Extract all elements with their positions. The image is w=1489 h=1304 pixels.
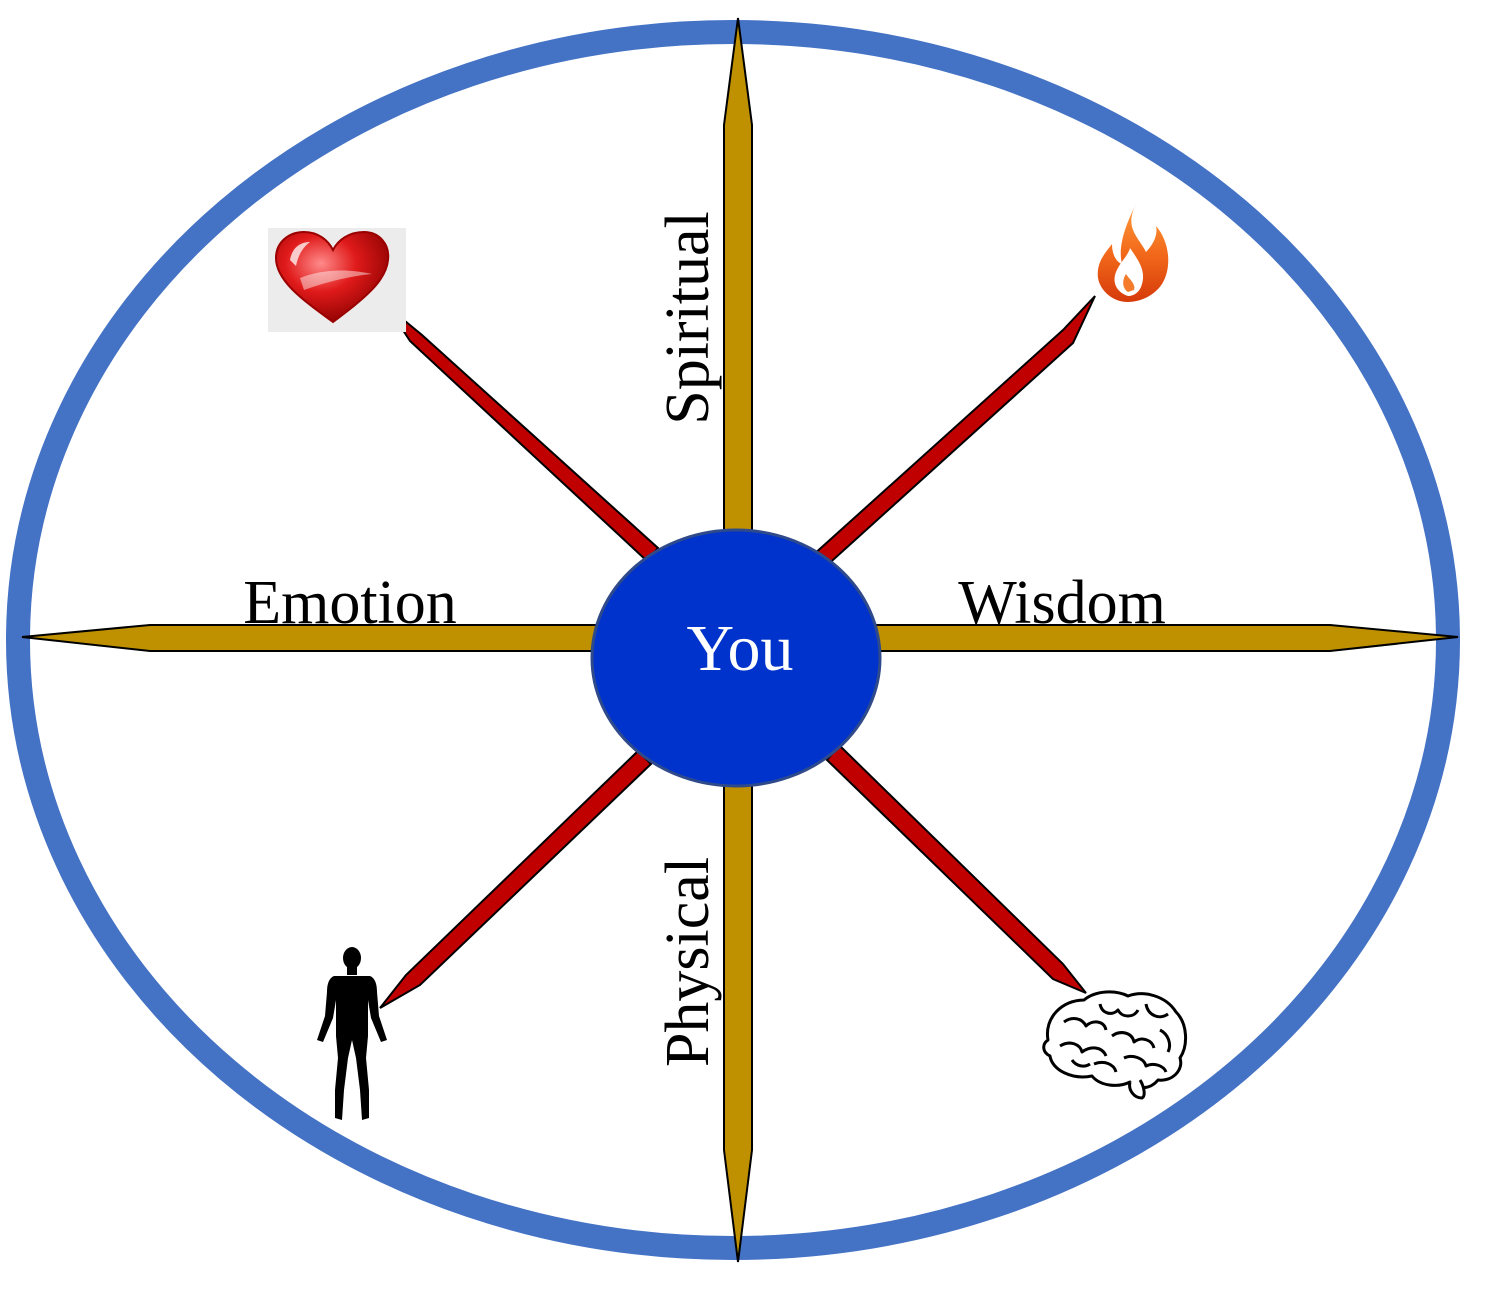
- center-label: You: [686, 612, 793, 685]
- spoke-top: [723, 17, 753, 536]
- outer-rim: [6, 20, 1460, 1260]
- label-wisdom: Wisdom: [958, 569, 1166, 637]
- spoke-bottom: [723, 784, 753, 1263]
- spoke-top-right: [810, 295, 1096, 571]
- spoke-bottom-right: [825, 743, 1087, 994]
- human-figure-icon: [317, 947, 387, 1120]
- label-spiritual: Spiritual: [654, 211, 722, 425]
- label-emotion: Emotion: [243, 569, 457, 637]
- spoke-top-left: [387, 306, 660, 563]
- heart-icon: [268, 228, 406, 332]
- center-hub: [590, 528, 882, 788]
- flame-icon: [1097, 204, 1169, 302]
- spoke-bottom-left: [379, 749, 653, 1009]
- brain-icon: [1042, 990, 1187, 1100]
- label-physical: Physical: [654, 857, 722, 1067]
